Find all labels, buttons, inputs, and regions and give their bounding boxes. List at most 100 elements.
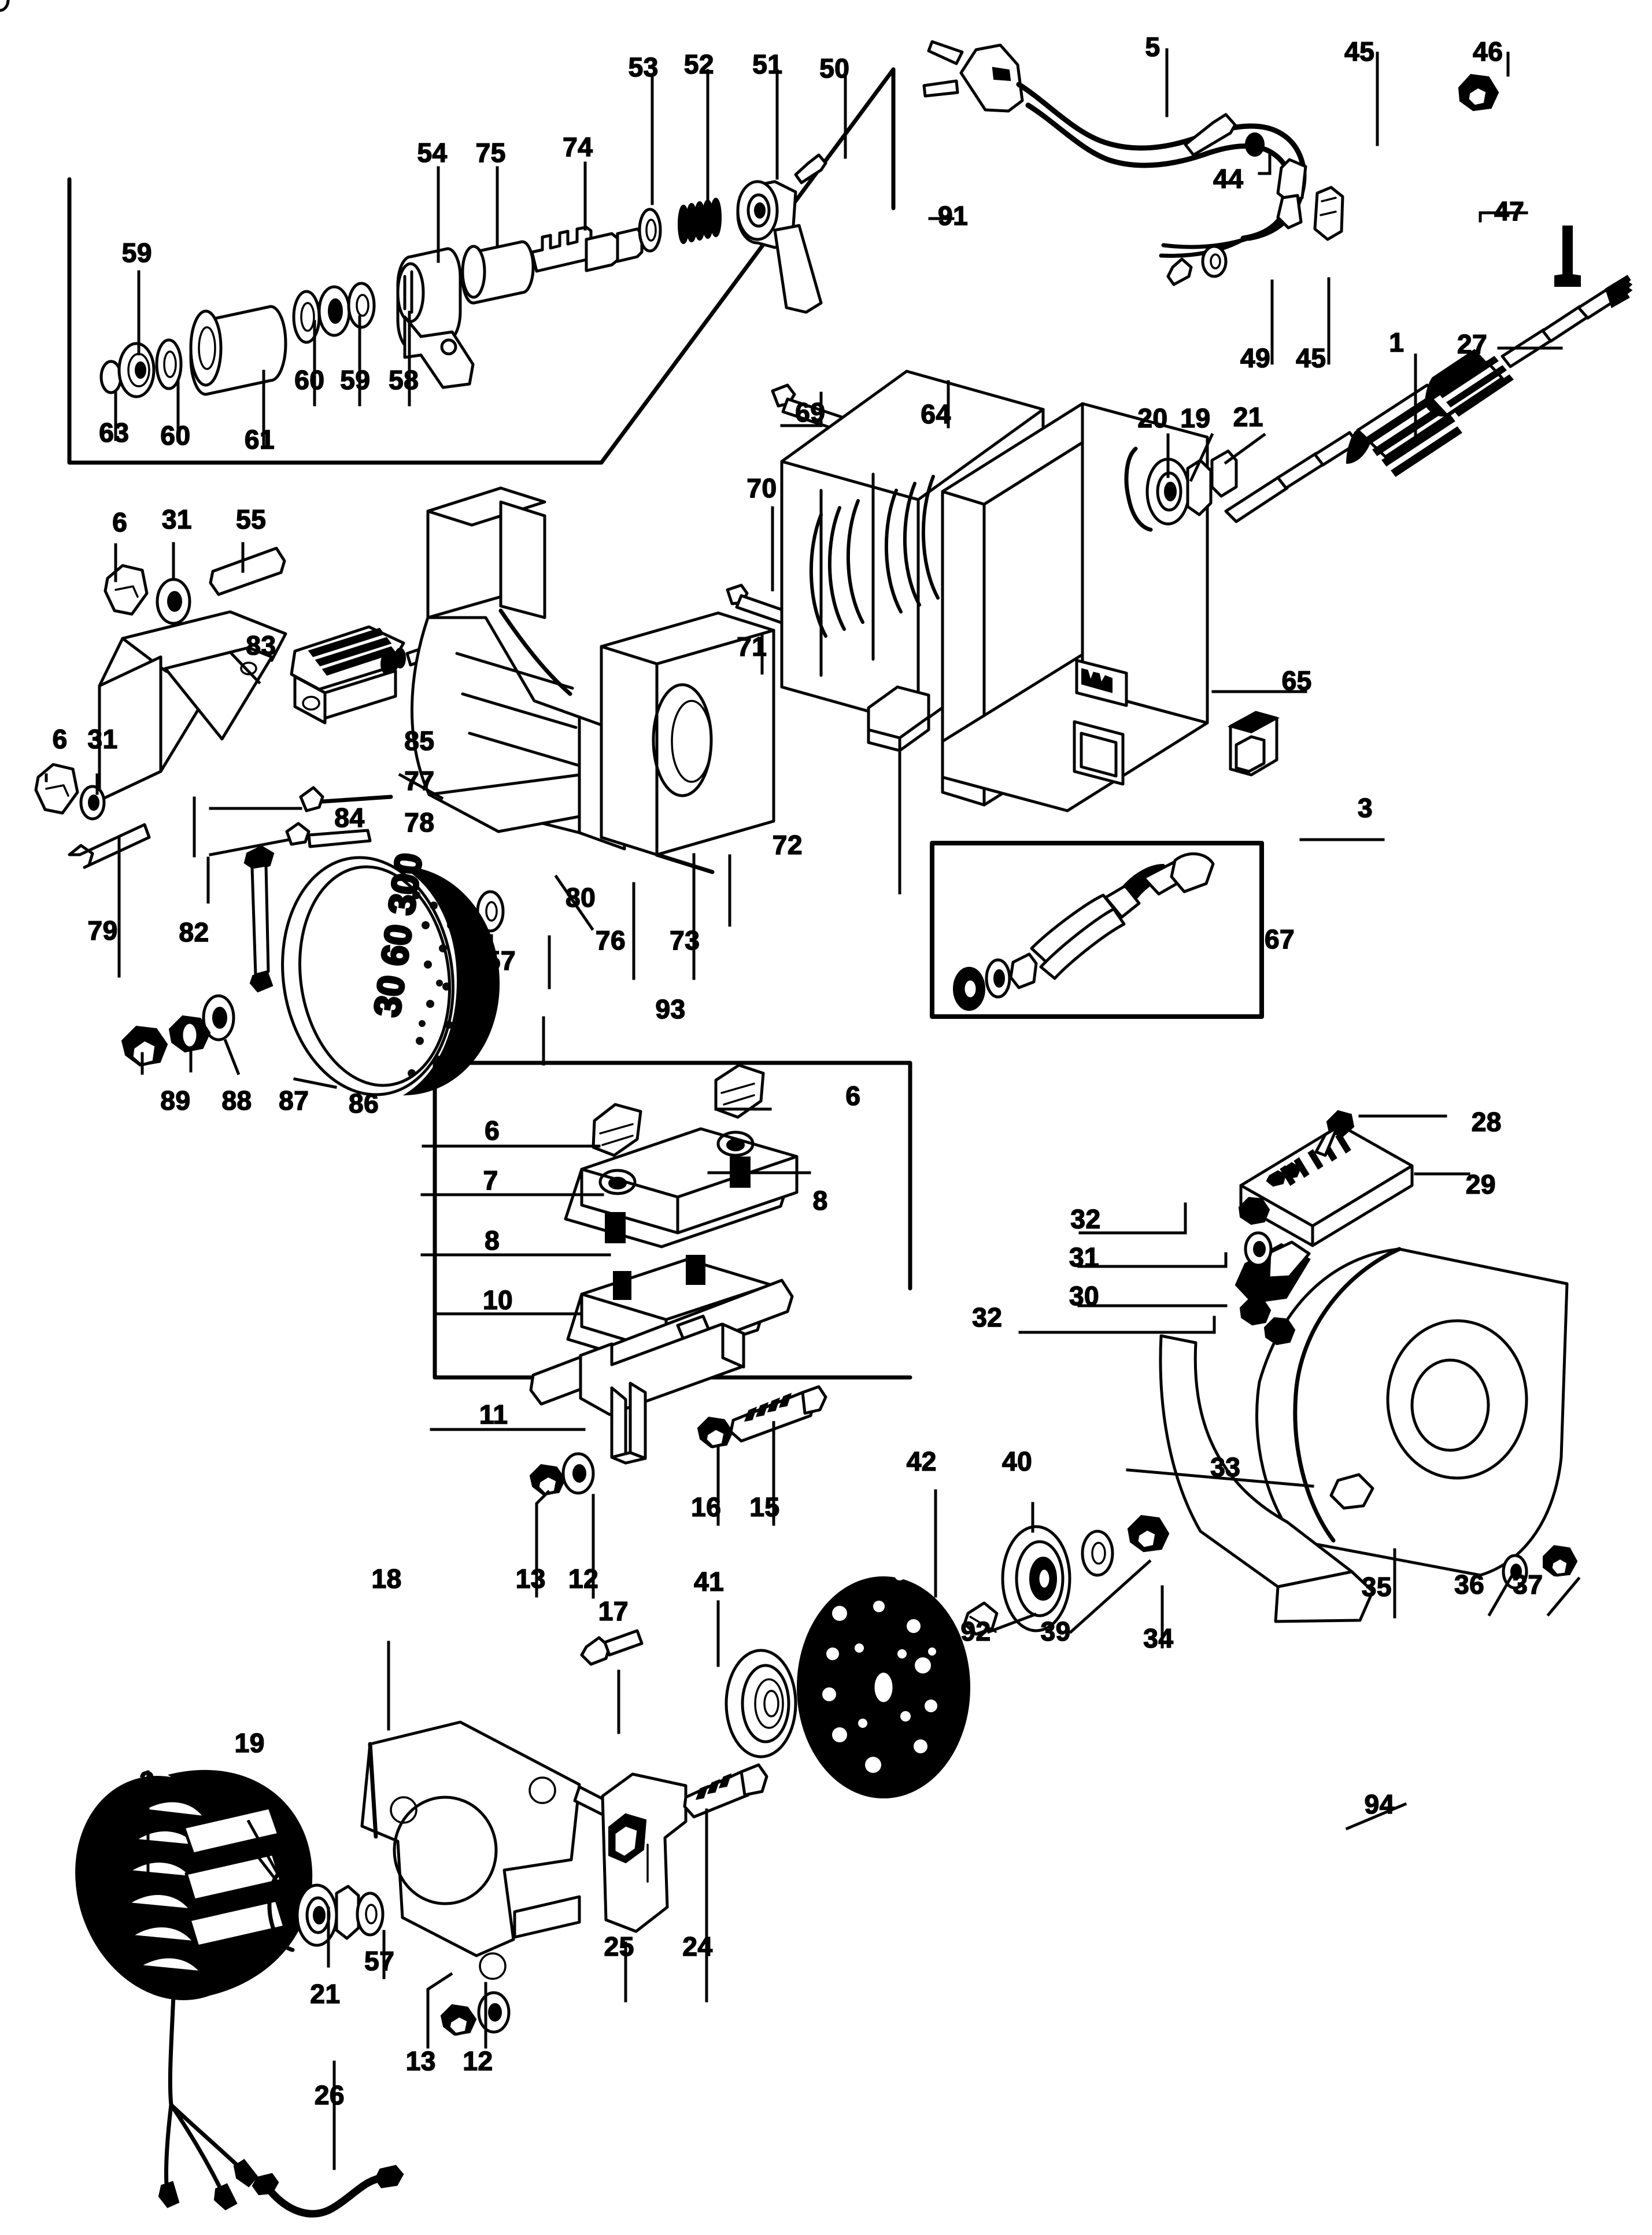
callout-60a: 60: [294, 364, 325, 395]
callout-45a: 45: [1344, 36, 1375, 67]
callout-84: 84: [334, 803, 365, 833]
svg-text:30 60 300: 30 60 300: [366, 851, 430, 1019]
callout-58: 58: [388, 364, 419, 395]
callout-78: 78: [404, 807, 435, 837]
callout-92: 92: [960, 1616, 991, 1646]
callout-67: 67: [1264, 923, 1295, 954]
callout-71: 71: [736, 631, 767, 662]
callout-85: 85: [404, 725, 435, 756]
callout-76: 76: [595, 925, 626, 956]
callout-40: 40: [1001, 1446, 1033, 1477]
art-small-hardware: [529, 1385, 1170, 1798]
callout-73: 73: [669, 925, 700, 956]
callout-51: 51: [752, 49, 783, 80]
callout-21a: 21: [1233, 401, 1263, 432]
callout-86: 86: [348, 1088, 379, 1118]
callout-44: 44: [1213, 163, 1244, 194]
art-field-housing: [726, 370, 1280, 812]
art-armature: [1224, 226, 1633, 523]
callout-13a: 13: [515, 1563, 546, 1594]
callout-6d: 6: [484, 1115, 500, 1146]
callout-5: 5: [1145, 32, 1161, 62]
callout-6a: 6: [112, 507, 128, 538]
callout-93: 93: [655, 993, 686, 1024]
callout-31b: 31: [87, 724, 118, 755]
callout-46: 46: [1472, 36, 1503, 67]
group-box-93: [433, 1061, 912, 1380]
callout-42: 42: [906, 1446, 937, 1477]
callout-31c: 31: [1069, 1242, 1100, 1273]
callout-27: 27: [1457, 328, 1488, 359]
callout-54: 54: [417, 138, 448, 168]
art-wheel-86: 30 60 300: [121, 849, 500, 1096]
callout-30: 30: [1069, 1281, 1100, 1311]
callout-24: 24: [682, 1931, 713, 1962]
callout-8b: 8: [484, 1225, 500, 1255]
callout-89: 89: [160, 1085, 191, 1115]
callout-91: 91: [937, 200, 969, 231]
callout-64: 64: [921, 398, 951, 429]
art-stator-assembly: [75, 1720, 768, 2218]
callout-34: 34: [1143, 1623, 1174, 1654]
callout-19a: 19: [1180, 403, 1211, 434]
art-spindle-inset: [930, 841, 1264, 1019]
callout-65: 65: [1281, 666, 1312, 696]
callout-47: 47: [1494, 196, 1525, 227]
callout-25: 25: [604, 1931, 634, 1962]
callout-10: 10: [482, 1285, 513, 1316]
callout-52: 52: [683, 49, 714, 80]
callout-61: 61: [244, 424, 275, 455]
callout-12a: 12: [568, 1563, 599, 1594]
callout-80: 80: [565, 882, 596, 913]
callout-31a: 31: [161, 504, 193, 535]
callout-29: 29: [1465, 1169, 1496, 1200]
callout-8a: 8: [812, 1185, 828, 1216]
art-handle-kit: [529, 1063, 799, 1465]
callout-59b: 59: [339, 364, 371, 395]
callout-19b: 19: [234, 1727, 265, 1758]
callout-16: 16: [690, 1492, 722, 1523]
callout-35: 35: [1361, 1572, 1392, 1602]
callout-20a: 20: [1137, 403, 1168, 434]
callout-18: 18: [371, 1563, 402, 1594]
callout-79: 79: [87, 915, 118, 946]
callout-21b: 21: [310, 1978, 341, 2009]
callout-75: 75: [475, 138, 506, 168]
callout-26: 26: [314, 2080, 345, 2111]
callout-83: 83: [246, 630, 276, 660]
callout-88: 88: [221, 1085, 252, 1115]
callout-57a: 57: [485, 945, 516, 976]
callout-41: 41: [693, 1566, 725, 1597]
callout-57b: 57: [364, 1946, 395, 1977]
callout-39: 39: [1040, 1616, 1071, 1646]
callout-69: 69: [794, 397, 826, 428]
callout-11: 11: [479, 1399, 508, 1429]
callout-53: 53: [628, 51, 659, 82]
callout-33: 33: [1210, 1452, 1241, 1483]
callout-60b: 60: [160, 420, 191, 450]
callout-49: 49: [1240, 343, 1271, 374]
callout-3: 3: [1357, 792, 1373, 823]
callout-63: 63: [98, 417, 130, 448]
callout-7: 7: [483, 1165, 498, 1196]
callout-36: 36: [1454, 1569, 1485, 1599]
art-wheel-guard: [1159, 1110, 1578, 1623]
callout-94: 94: [1364, 1789, 1395, 1819]
callout-70: 70: [746, 473, 777, 504]
group-box-91: [67, 67, 896, 465]
callout-37: 37: [1512, 1569, 1543, 1599]
callout-50: 50: [819, 53, 850, 84]
callout-72: 72: [772, 830, 803, 860]
art-power-cord: [0, 0, 1499, 286]
callout-55: 55: [235, 504, 267, 535]
callout-6b: 6: [52, 724, 68, 755]
callout-17: 17: [598, 1596, 629, 1627]
callout-1: 1: [1389, 327, 1405, 358]
callout-28: 28: [1471, 1106, 1502, 1137]
callout-82: 82: [179, 917, 209, 947]
callout-32a: 32: [1070, 1203, 1101, 1234]
callout-12b: 12: [463, 2045, 493, 2076]
